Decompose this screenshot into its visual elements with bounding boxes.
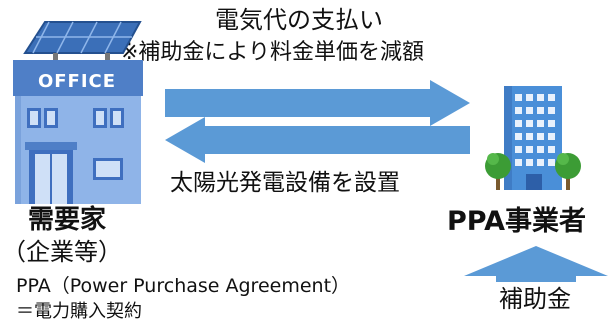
subsidy-arrow-shape <box>464 246 608 282</box>
consumer-name: 需要家 <box>28 205 107 235</box>
ppa-definition: PPA（Power Purchase Agreement） <box>16 275 351 297</box>
ppa-definition-jp: ＝電力購入契約 <box>16 301 142 322</box>
subsidy-arrow <box>464 246 608 282</box>
ppa-provider-name: PPA事業者 <box>447 206 586 237</box>
payment-note: ※補助金により料金単価を減額 <box>120 40 424 65</box>
install-arrow-shape <box>165 117 470 163</box>
tree-icon <box>555 153 581 190</box>
payment-arrow <box>165 80 470 126</box>
solar-panel-icon <box>23 21 142 61</box>
install-label: 太陽光発電設備を設置 <box>170 170 400 196</box>
tree-icon <box>485 153 511 190</box>
payment-label: 電気代の支払い <box>215 6 383 34</box>
ppa-building-icon <box>485 86 581 190</box>
office-sign: OFFICE <box>37 71 117 92</box>
subsidy-label: 補助金 <box>499 285 571 313</box>
install-arrow <box>165 117 470 163</box>
consumer-subtitle: （企業等） <box>2 238 122 266</box>
payment-arrow-shape <box>165 80 470 126</box>
office-building-icon <box>13 21 143 204</box>
